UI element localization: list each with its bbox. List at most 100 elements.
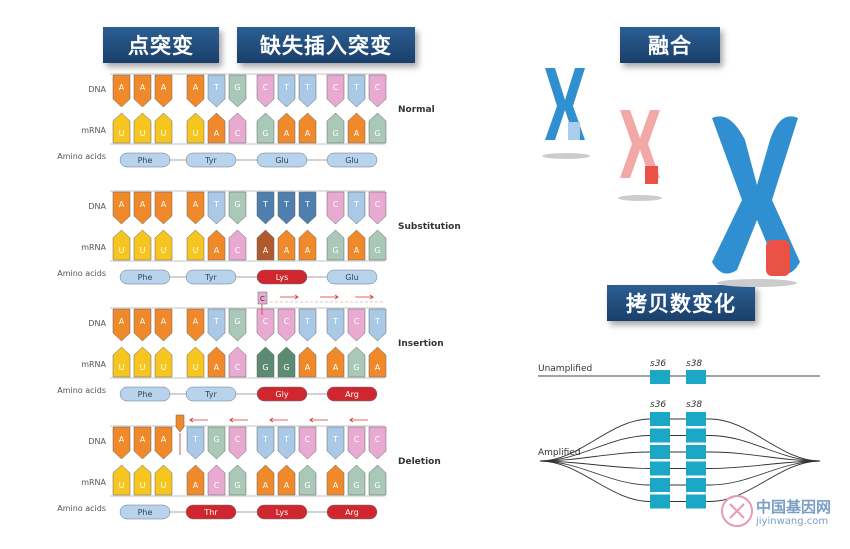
inserted-base-letter: C bbox=[260, 295, 265, 303]
dna-base bbox=[298, 74, 317, 108]
mrna-base-letter: G bbox=[262, 129, 268, 138]
mrna-base-letter: U bbox=[193, 363, 199, 372]
fused-chromosome bbox=[712, 116, 800, 287]
mutation-type-label: Insertion bbox=[398, 339, 444, 349]
mrna-base bbox=[277, 229, 296, 261]
gene-block bbox=[686, 494, 706, 509]
deleted-base bbox=[175, 414, 185, 433]
mrna-base-letter: A bbox=[354, 246, 360, 255]
dna-base-letter: A bbox=[193, 200, 199, 209]
dna-base-letter: T bbox=[353, 83, 359, 92]
mrna-base-letter: G bbox=[262, 363, 268, 372]
mrna-base-letter: A bbox=[333, 363, 339, 372]
indel-banner: 缺失插入突变 bbox=[237, 27, 415, 63]
dna-base bbox=[298, 426, 317, 460]
dna-base-letter: A bbox=[119, 83, 125, 92]
amino-acid-label: Arg bbox=[345, 508, 359, 517]
dna-base-letter: A bbox=[140, 435, 146, 444]
amino-acid-pill bbox=[119, 269, 171, 285]
mrna-base-letter: U bbox=[140, 363, 146, 372]
mrna-base-letter: U bbox=[193, 246, 199, 255]
mrna-base bbox=[207, 464, 226, 496]
gene-block bbox=[686, 370, 706, 384]
chromosome-1 bbox=[542, 68, 590, 159]
amino-acid-label: Phe bbox=[138, 508, 153, 517]
dna-base-letter: C bbox=[375, 83, 381, 92]
frameshift-arrow bbox=[320, 294, 340, 300]
mrna-base bbox=[256, 464, 275, 496]
frameshift-arrow bbox=[280, 294, 300, 300]
dna-base bbox=[277, 426, 296, 460]
mrna-base bbox=[112, 464, 131, 496]
dna-base-letter: T bbox=[283, 200, 289, 209]
dna-base-letter: T bbox=[213, 200, 219, 209]
dna-row-label: DNA bbox=[88, 202, 106, 211]
dna-base bbox=[326, 308, 345, 342]
dna-base bbox=[133, 308, 152, 342]
amino-acid-pill bbox=[326, 504, 378, 520]
mrna-base bbox=[154, 464, 173, 496]
dna-base bbox=[347, 74, 366, 108]
dna-base-letter: G bbox=[234, 317, 240, 326]
dna-base bbox=[207, 191, 226, 225]
cnv-banner: 拷贝数变化 bbox=[607, 285, 755, 321]
mrna-row-label: mRNA bbox=[81, 126, 106, 135]
amplicon-arc bbox=[539, 460, 821, 486]
mrna-base-letter: A bbox=[263, 481, 269, 490]
dna-base bbox=[298, 308, 317, 342]
mrna-base-letter: U bbox=[119, 246, 125, 255]
dna-base-letter: A bbox=[140, 200, 146, 209]
amino-acid-pill bbox=[185, 269, 237, 285]
gene-block bbox=[686, 412, 706, 426]
mrna-base bbox=[112, 112, 131, 144]
dna-base-letter: C bbox=[354, 435, 360, 444]
frameshift-arrow bbox=[308, 417, 328, 423]
dna-base bbox=[368, 74, 387, 108]
dna-base bbox=[154, 308, 173, 342]
fusion-segment bbox=[766, 240, 790, 276]
dna-base bbox=[256, 74, 275, 108]
mrna-base bbox=[186, 464, 205, 496]
amino-acid-label: Phe bbox=[138, 156, 153, 165]
mrna-base bbox=[186, 346, 205, 378]
mrna-base bbox=[277, 464, 296, 496]
dna-base-letter: A bbox=[119, 317, 125, 326]
fusion-segment bbox=[645, 166, 658, 184]
dna-base bbox=[186, 74, 205, 108]
dna-base bbox=[112, 308, 131, 342]
amino-acid-label: Lys bbox=[276, 508, 289, 517]
dna-row-label: DNA bbox=[88, 85, 106, 94]
chromosome-2 bbox=[618, 110, 662, 201]
mrna-base bbox=[298, 229, 317, 261]
mrna-base-letter: U bbox=[161, 363, 167, 372]
amino-acid-pill bbox=[326, 386, 378, 402]
amino-acid-pill bbox=[256, 386, 308, 402]
dna-base-letter: C bbox=[263, 83, 269, 92]
dna-base bbox=[256, 308, 275, 342]
mrna-base-letter: U bbox=[140, 129, 146, 138]
amino-acid-label: Glu bbox=[345, 273, 359, 282]
mrna-row-label: mRNA bbox=[81, 243, 106, 252]
dna-base bbox=[154, 426, 173, 460]
gene-block bbox=[686, 428, 706, 443]
mrna-row-label: mRNA bbox=[81, 478, 106, 487]
dna-base bbox=[326, 191, 345, 225]
frameshift-arrow bbox=[268, 417, 288, 423]
dna-base-letter: T bbox=[304, 317, 310, 326]
mrna-base-letter: U bbox=[119, 481, 125, 490]
amino-row-label: Amino acids bbox=[57, 504, 106, 513]
mrna-base bbox=[186, 229, 205, 261]
dna-base bbox=[154, 191, 173, 225]
mrna-base-letter: A bbox=[305, 363, 311, 372]
mrna-base bbox=[256, 346, 275, 378]
amplicon-arc bbox=[539, 418, 821, 462]
dna-base-letter: C bbox=[263, 317, 269, 326]
dna-base-letter: A bbox=[193, 317, 199, 326]
chromosome-shadow bbox=[542, 153, 590, 159]
dna-base-letter: A bbox=[161, 435, 167, 444]
dna-base bbox=[347, 426, 366, 460]
amino-acid-label: Gly bbox=[275, 390, 288, 399]
dna-base-letter: C bbox=[305, 435, 311, 444]
mrna-base-letter: G bbox=[353, 481, 359, 490]
mrna-base bbox=[277, 112, 296, 144]
